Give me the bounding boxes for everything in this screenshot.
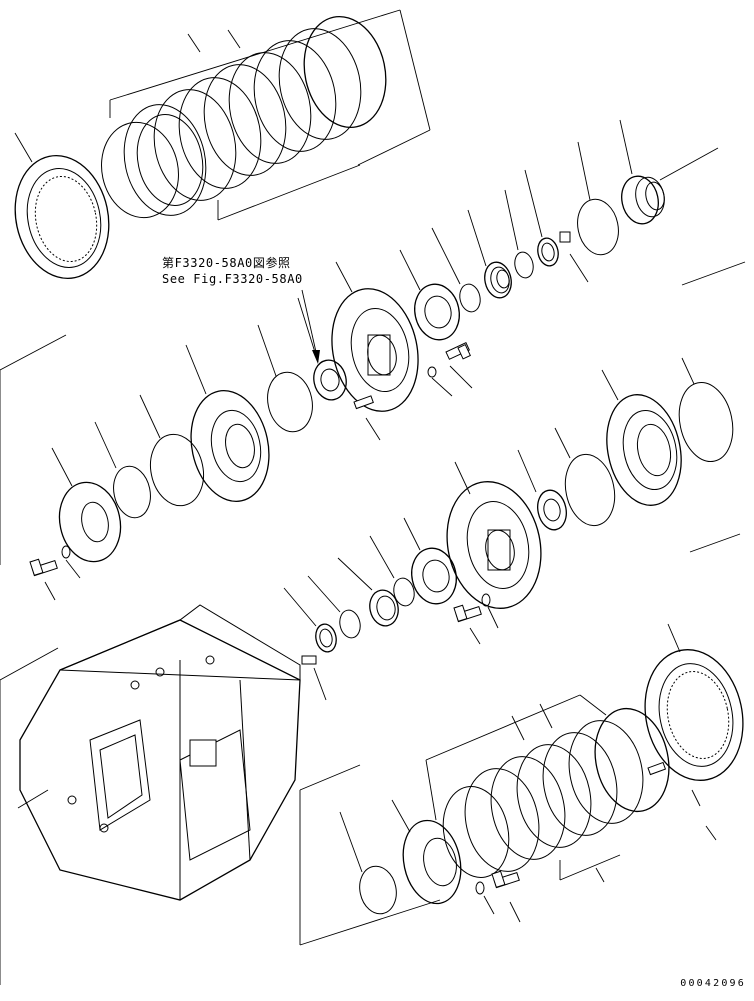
reference-note-japanese: 第F3320-58A0図参照 bbox=[162, 256, 291, 270]
drawing-code: 00042096 bbox=[680, 978, 746, 989]
upper-clutch-pack bbox=[14, 9, 431, 280]
middle-left-stack bbox=[0, 297, 347, 601]
lower-clutch-pack bbox=[299, 623, 744, 946]
reference-arrow bbox=[301, 289, 320, 364]
reference-note-english: See Fig.F3320-58A0 bbox=[162, 272, 303, 286]
transmission-case bbox=[0, 604, 301, 985]
lower-carrier bbox=[283, 461, 542, 701]
middle-right-stack bbox=[517, 357, 741, 553]
figure-reference-note: 第F3320-58A0図参照 See Fig.F3320-58A0 bbox=[162, 255, 303, 287]
upper-carrier bbox=[331, 261, 473, 441]
upper-right-small-parts bbox=[399, 119, 746, 341]
